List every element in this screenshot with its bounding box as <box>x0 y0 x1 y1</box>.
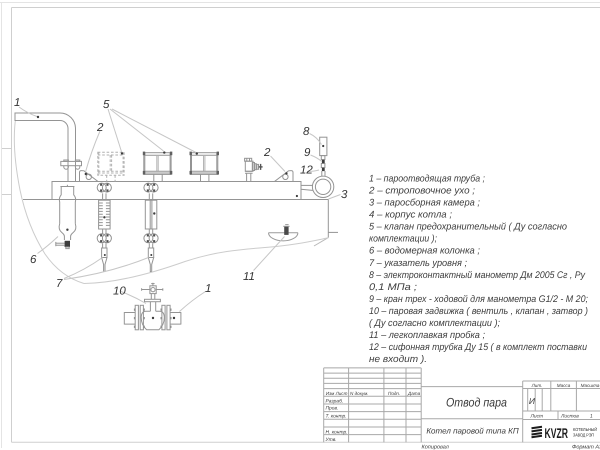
svg-text:10 – паровая задвижка ( в: 10 – паровая задвижка ( вентиль , клапан… <box>369 306 588 317</box>
svg-text:Н. контр.: Н. контр. <box>326 429 348 435</box>
svg-text:10: 10 <box>113 286 126 298</box>
svg-text:ЗАВОД РЭП: ЗАВОД РЭП <box>573 433 594 438</box>
svg-text:12 – сифонная трубка Ду 15: 12 – сифонная трубка Ду 15 ( в комплект … <box>369 342 588 353</box>
svg-text:1: 1 <box>14 97 20 109</box>
svg-text:2: 2 <box>263 147 271 159</box>
svg-text:Лист: Лист <box>530 414 544 420</box>
svg-text:Лит.: Лит. <box>531 383 543 388</box>
svg-text:11 – легкоплавкая пробка ;: 11 – легкоплавкая пробка ; <box>369 330 485 341</box>
svg-text:Масса: Масса <box>557 383 571 388</box>
svg-text:Формат А3: Формат А3 <box>572 445 600 450</box>
svg-text:11: 11 <box>243 271 255 283</box>
svg-text:3 – паросборная камера ;: 3 – паросборная камера ; <box>369 198 480 209</box>
svg-text:6 – водомерная колонка ;: 6 – водомерная колонка ; <box>369 246 480 257</box>
svg-text:Подп.: Подп. <box>388 391 400 396</box>
svg-text:KVZR: KVZR <box>545 425 569 441</box>
svg-text:12: 12 <box>300 165 313 177</box>
svg-text:9 – кран трех - ходовой дл: 9 – кран трех - ходовой для манометра G1… <box>369 294 588 305</box>
svg-text:Отвод пара: Отвод пара <box>446 396 507 410</box>
svg-text:5 – клапан предохранительны: 5 – клапан предохранительный ( Ду соглас… <box>369 222 568 233</box>
svg-text:Т. контр.: Т. контр. <box>326 413 347 419</box>
svg-text:не входит ).: не входит ). <box>369 354 427 365</box>
svg-text:5: 5 <box>103 99 110 111</box>
svg-text:Копировал: Копировал <box>422 444 449 450</box>
svg-text:КОТЕЛЬНЫЙ: КОТЕЛЬНЫЙ <box>573 427 597 432</box>
svg-text:Котел паровой типа КП: Котел паровой типа КП <box>426 427 519 436</box>
svg-text:1: 1 <box>205 283 211 295</box>
svg-text:Разраб.: Разраб. <box>326 398 344 404</box>
svg-text:Дата: Дата <box>407 391 421 396</box>
svg-text:Масшта: Масшта <box>581 383 600 388</box>
svg-text:6: 6 <box>30 254 37 266</box>
svg-text:Изм Лист: Изм Лист <box>326 391 348 396</box>
svg-text:0,1 МПа ;: 0,1 МПа ; <box>369 282 417 293</box>
svg-text:9: 9 <box>304 147 311 159</box>
svg-text:1 – пароотводящая труба ;: 1 – пароотводящая труба ; <box>369 173 485 184</box>
svg-text:комплектации );: комплектации ); <box>369 234 437 245</box>
svg-text:8 – электроконтактный маноме: 8 – электроконтактный манометр Дм 2005 С… <box>369 270 586 281</box>
svg-text:( Ду согласно комплектации ): ( Ду согласно комплектации ); <box>369 318 500 329</box>
svg-text:Листов: Листов <box>560 414 579 420</box>
svg-text:И: И <box>529 396 536 406</box>
svg-text:2: 2 <box>96 122 104 134</box>
svg-text:8: 8 <box>303 126 310 138</box>
svg-text:Пров.: Пров. <box>326 405 339 411</box>
svg-text:3: 3 <box>341 189 348 201</box>
svg-text:7 – указатель уровня ;: 7 – указатель уровня ; <box>369 258 467 269</box>
svg-text:Утв.: Утв. <box>326 437 337 443</box>
svg-text:4 – корпус котла ;: 4 – корпус котла ; <box>369 210 452 221</box>
svg-text:7: 7 <box>56 278 63 290</box>
svg-text:2 – строповочное ухо ;: 2 – строповочное ухо ; <box>368 186 475 197</box>
svg-text:N докум.: N докум. <box>350 391 369 396</box>
svg-text:1: 1 <box>590 414 593 420</box>
